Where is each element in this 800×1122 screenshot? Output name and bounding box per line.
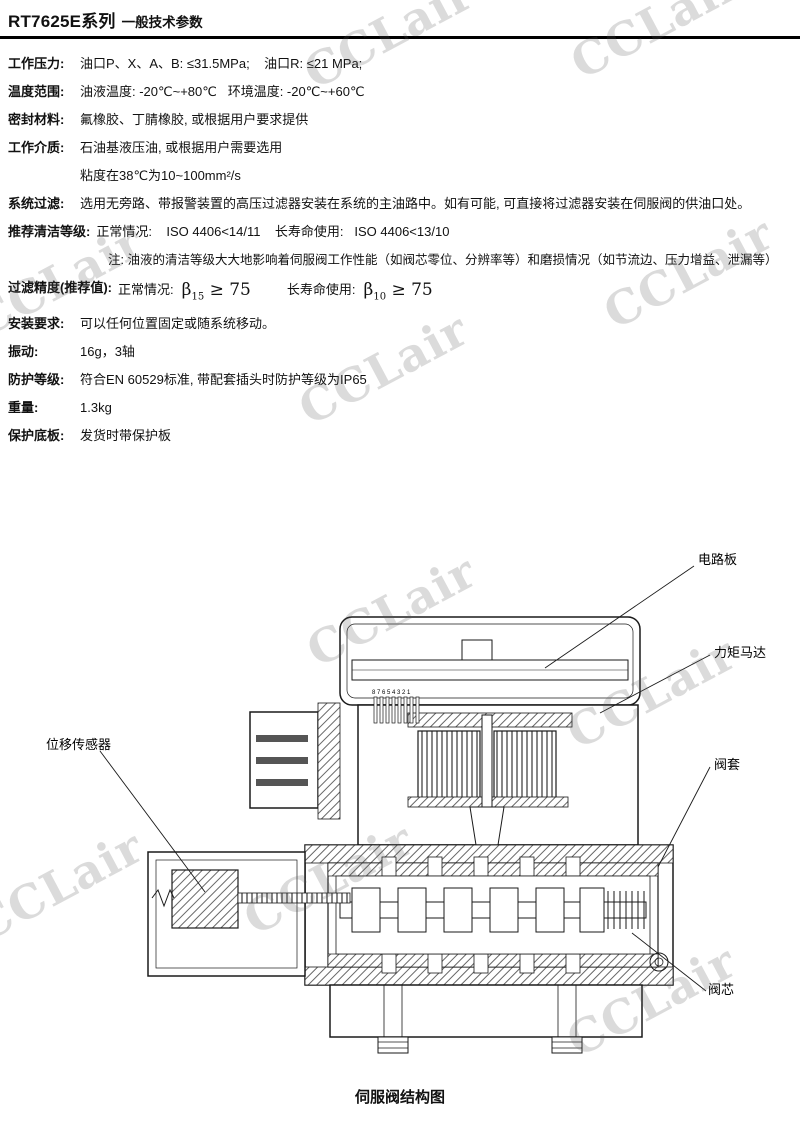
spec-row-working-medium: 工作介质: 石油基液压油, 或根据用户需要选用	[8, 139, 790, 156]
spec-value: 石油基液压油, 或根据用户需要选用	[80, 139, 283, 155]
beta-value: ≥ 75	[209, 280, 251, 301]
electrical-connector	[249, 702, 341, 820]
label-circuit-board: 电路板	[698, 552, 738, 567]
coil-right	[493, 730, 557, 800]
spec-label: 防护等级:	[8, 371, 65, 387]
connector-pin-row	[373, 696, 420, 724]
servo-valve-cross-section: 8 7 6 5 4 3 2 1	[99, 565, 711, 1054]
spec-row-cleanliness-note: 注: 油液的清洁等级大大地影响着伺服阀工作性能（如阀芯零位、分辨率等）和磨损情况…	[108, 252, 778, 267]
spec-row-temperature-range: 温度范围: 油液温度: -20℃~+80℃ 环境温度: -20℃~+60℃	[8, 83, 790, 100]
diagram-caption: 伺服阀结构图	[354, 1089, 445, 1106]
spec-row-seal-material: 密封材料: 氟橡胶、丁腈橡胶, 或根据用户要求提供	[8, 111, 790, 128]
beta-expression-normal: β15 ≥ 75	[181, 280, 251, 303]
beta-subscript: 15	[191, 291, 205, 303]
header-divider	[0, 36, 800, 39]
long-life-label: 长寿命使用:	[286, 282, 356, 298]
spec-row-working-pressure: 工作压力: 油口P、X、A、B: ≤31.5MPa; 油口R: ≤21 MPa;	[8, 55, 790, 72]
displacement-sensor	[147, 851, 351, 977]
circuit-board	[351, 659, 629, 681]
spec-row-vibration: 振动: 16g，3轴	[8, 343, 790, 360]
spec-value: 正常情况: ISO 4406<14/11 长寿命使用: ISO 4406<13/…	[96, 224, 450, 240]
spec-value: 16g，3轴	[80, 343, 135, 359]
spec-value: 油液温度: -20℃~+80℃ 环境温度: -20℃~+60℃	[80, 83, 365, 99]
spec-row-weight: 重量: 1.3kg	[8, 399, 790, 416]
label-valve-sleeve: 阀套	[714, 757, 741, 772]
spec-label: 重量:	[8, 400, 39, 416]
spec-row-viscosity: 粘度在38℃为10~100mm²/s	[80, 168, 241, 184]
page-title: RT7625E系列	[8, 12, 116, 31]
servo-valve-diagram: 8 7 6 5 4 3 2 1 电路板 力矩马达 阀套 位移传感器 阀芯	[0, 545, 800, 1090]
page-subtitle: 一般技术参数	[121, 15, 203, 30]
beta-value: ≥ 75	[391, 280, 433, 301]
spec-value: 氟橡胶、丁腈橡胶, 或根据用户要求提供	[80, 111, 309, 127]
label-torque-motor: 力矩马达	[714, 645, 767, 660]
spec-value: 发货时带保护板	[80, 428, 172, 444]
spec-value: 1.3kg	[80, 400, 112, 416]
spec-list: 工作压力: 油口P、X、A、B: ≤31.5MPa; 油口R: ≤21 MPa;…	[0, 39, 800, 445]
beta-expression-long-life: β10 ≥ 75	[363, 280, 433, 303]
beta-subscript: 10	[373, 291, 387, 303]
normal-case-label: 正常情况:	[118, 282, 174, 298]
beta-symbol: β	[363, 280, 374, 301]
label-valve-spool: 阀芯	[708, 982, 735, 997]
spec-row-cleanliness-level: 推荐清洁等级: 正常情况: ISO 4406<14/11 长寿命使用: ISO …	[8, 223, 790, 240]
label-displacement-sensor: 位移传感器	[46, 737, 112, 752]
spec-value: 符合EN 60529标准, 带配套插头时防护等级为IP65	[80, 371, 367, 387]
valve-spool	[339, 887, 647, 933]
spec-label: 过滤精度(推荐值):	[8, 280, 112, 296]
spec-row-protective-plate: 保护底板: 发货时带保护板	[8, 427, 790, 444]
spec-value: 选用无旁路、带报警装置的高压过滤器安装在系统的主油路中。如有可能, 可直接将过滤…	[80, 196, 751, 212]
spec-label: 温度范围:	[8, 83, 65, 99]
spec-label: 安装要求:	[8, 315, 65, 331]
spec-label: 系统过滤:	[8, 196, 65, 212]
beta-symbol: β	[181, 280, 192, 301]
spec-label: 保护底板:	[8, 428, 65, 444]
spec-label: 振动:	[8, 343, 39, 359]
spec-row-protection-class: 防护等级: 符合EN 60529标准, 带配套插头时防护等级为IP65	[8, 371, 790, 388]
spec-label: 工作压力:	[8, 55, 65, 71]
spec-value: 油口P、X、A、B: ≤31.5MPa; 油口R: ≤21 MPa;	[80, 55, 363, 71]
spec-row-mounting: 安装要求: 可以任何位置固定或随系统移动。	[8, 315, 790, 332]
spec-value: 可以任何位置固定或随系统移动。	[80, 315, 276, 331]
spec-label: 工作介质:	[8, 139, 65, 155]
spool-end-spring	[607, 891, 645, 929]
coil-left	[417, 730, 481, 800]
mounting-base	[329, 952, 669, 1054]
spec-label: 密封材料:	[8, 111, 65, 127]
leader-lines	[99, 565, 711, 992]
page-header: RT7625E系列一般技术参数	[0, 0, 800, 32]
spec-row-system-filtration: 系统过滤: 选用无旁路、带报警装置的高压过滤器安装在系统的主油路中。如有可能, …	[8, 195, 790, 212]
pin-numbers: 8 7 6 5 4 3 2 1	[372, 690, 411, 696]
spec-label: 推荐清洁等级:	[8, 224, 91, 240]
